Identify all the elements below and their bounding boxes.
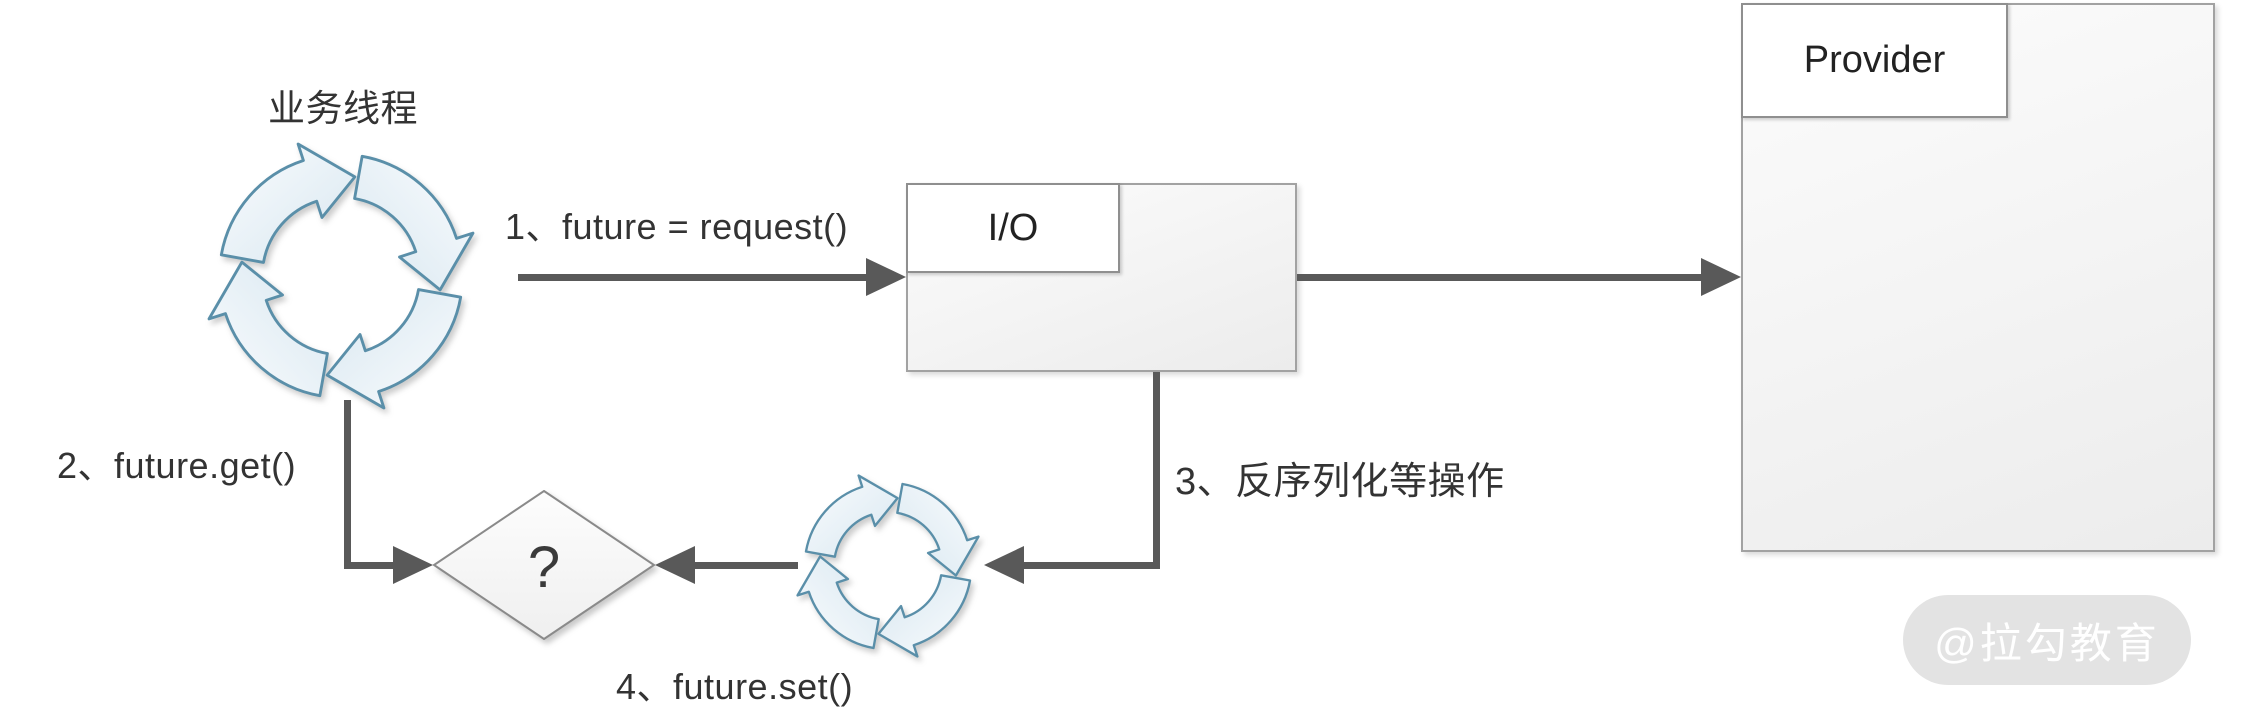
business-thread-label: 业务线程 [268,88,418,129]
provider-label: Provider [1741,3,2008,118]
decision-diamond [432,490,656,640]
io-thread-loop-icon [796,474,980,658]
arrowhead-into-io-loop [984,546,1024,584]
arrowhead-into-decision-right [655,546,695,584]
io-to-provider-arrow-line [1297,274,1701,281]
arrowhead-into-decision-left [393,546,433,584]
step4-arrow-line [695,562,798,569]
arrowhead-into-io [866,258,906,296]
step1-label: 1、future = request() [505,206,849,247]
future-get-elbow-vertical [344,400,351,569]
step2-label: 2、future.get() [57,445,297,486]
step1-arrow-line [518,274,866,281]
arrowhead-into-provider [1701,258,1741,296]
watermark-badge: @拉勾教育 [1903,595,2191,685]
step3-elbow-vertical [1153,372,1160,569]
io-label: I/O [906,183,1120,273]
step3-elbow-horizontal [1024,562,1160,569]
step3-label: 3、反序列化等操作 [1175,461,1505,503]
question-mark: ? [527,534,561,600]
step4-label: 4、future.set() [616,666,854,707]
future-get-elbow-horizontal [344,562,393,569]
business-thread-loop-icon [207,142,475,410]
